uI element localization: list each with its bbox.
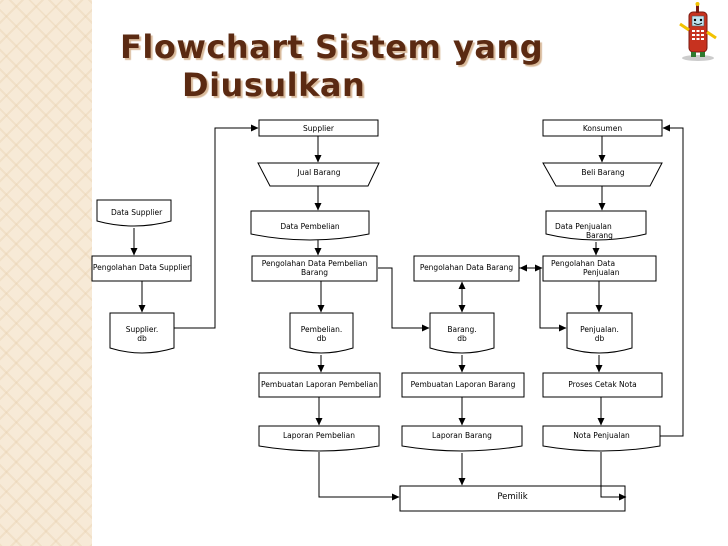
jual-barang-label: Jual Barang: [297, 168, 341, 177]
pengolahan-data-barang-label: Pengolahan Data Barang: [419, 263, 514, 272]
pengolahan-data-penjualan-label-2: Penjualan: [583, 268, 620, 277]
supplier-db-label-2: db: [137, 334, 147, 343]
pemilik-label: Pemilik: [497, 492, 528, 502]
pembuatan-laporan-pembelian-process: [258, 372, 381, 398]
beli-barang-manual-input: [542, 162, 663, 187]
pengolahan-data-penjualan-label-1: Pengolahan Data: [551, 259, 616, 268]
pengolahan-data-pembelian-label-2: Barang: [301, 268, 328, 277]
supplier-label: Supplier: [303, 124, 334, 133]
laporan-pembelian-label: Laporan Pembelian: [282, 431, 355, 440]
laporan-barang-document: [401, 425, 523, 452]
pengolahan-data-pembelian-process: [251, 255, 378, 282]
pengolahan-data-supplier-label: Pengolahan Data Supplier: [92, 263, 191, 272]
pengolahan-data-pembelian-label-1: Pengolahan Data Pembelian: [261, 259, 368, 268]
pembelian-db-storage: [289, 312, 354, 354]
supplier-db-storage: [109, 312, 175, 354]
data-penjualan-document: [545, 210, 647, 241]
laporan-pembelian-document: [258, 425, 380, 452]
penjualan-db-label-1: Penjualan.: [580, 325, 619, 334]
phone-mascot-icon: [679, 2, 717, 61]
pembelian-db-label-1: Pembelian.: [300, 325, 343, 334]
barang-db-label-2: db: [457, 334, 467, 343]
data-penjualan-label-2: Barang: [586, 231, 613, 240]
data-penjualan-label-1: Data Penjualan: [555, 222, 612, 231]
proses-cetak-nota-label: Proses Cetak Nota: [568, 380, 637, 389]
pembelian-db-label-2: db: [316, 334, 327, 343]
jual-barang-manual-input: [257, 162, 380, 187]
decorative-sidebar: [0, 0, 92, 546]
page-title: Flowchart Sistem yang Diusulkan: [120, 28, 543, 104]
proses-cetak-nota-process: [542, 372, 663, 398]
pembuatan-laporan-barang-label: Pembuatan Laporan Barang: [410, 380, 516, 389]
nota-penjualan-label: Nota Penjualan: [573, 431, 630, 440]
barang-db-label-1: Barang.: [447, 325, 477, 334]
data-supplier-label: Data Supplier: [111, 208, 163, 217]
data-supplier-document: [96, 199, 172, 227]
title-line-2: Diusulkan: [182, 66, 366, 104]
penjualan-db-storage: [566, 312, 633, 354]
pembuatan-laporan-pembelian-label: Pembuatan Laporan Pembelian: [261, 380, 378, 389]
supplier-db-label-1: Supplier.: [125, 325, 159, 334]
title-line-1: Flowchart Sistem yang: [120, 28, 544, 66]
penjualan-db-label-2: db: [594, 334, 605, 343]
pengolahan-data-barang-process: [413, 255, 520, 282]
pengolahan-data-supplier-process: [91, 255, 192, 282]
konsumen-label: Konsumen: [582, 124, 623, 133]
pengolahan-data-penjualan-process: [542, 255, 657, 282]
pemilik-terminal: [399, 485, 626, 512]
data-pembelian-document: [250, 210, 370, 241]
barang-db-storage: [429, 312, 495, 354]
laporan-barang-label: Laporan Barang: [432, 431, 492, 440]
nota-penjualan-document: [542, 425, 661, 452]
beli-barang-label: Beli Barang: [581, 168, 625, 177]
data-pembelian-label: Data Pembelian: [280, 222, 340, 231]
pembuatan-laporan-barang-process: [401, 372, 525, 398]
